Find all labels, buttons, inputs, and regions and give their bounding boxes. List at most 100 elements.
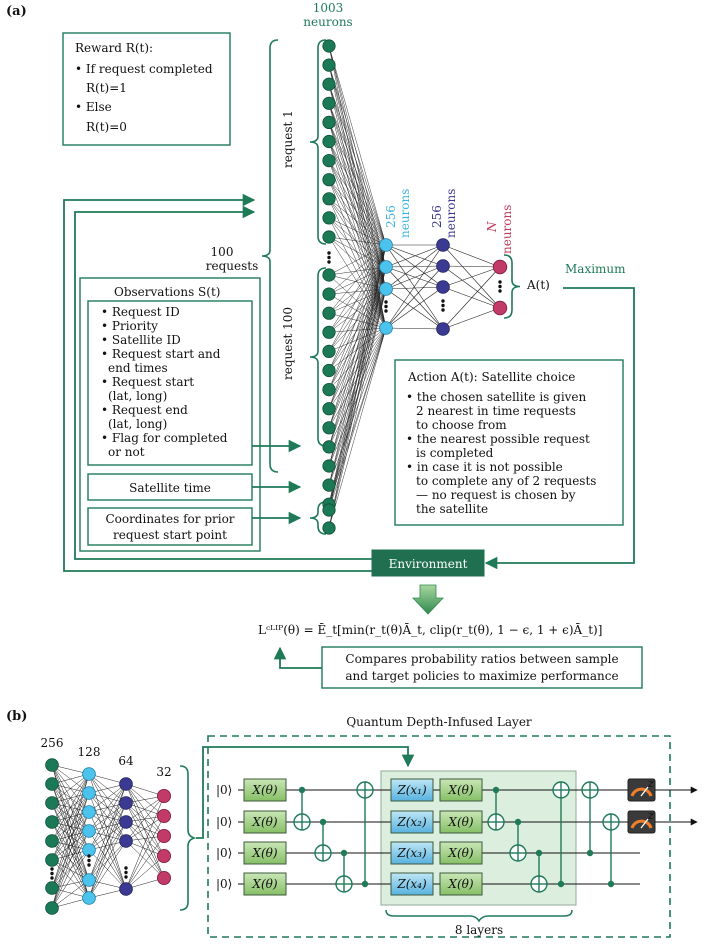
action-line: • in case it is not possible bbox=[406, 460, 563, 474]
ellipsis-dot bbox=[87, 863, 91, 867]
x-theta-gate bbox=[439, 872, 483, 896]
layer2-neuron bbox=[82, 805, 96, 819]
environment-label: Environment bbox=[389, 557, 468, 571]
edge bbox=[328, 244, 387, 314]
quantum-circuit: |0⟩|0⟩|0⟩|0⟩X(θ)X(θ)X(θ)X(θ)Z(x₁)Z(x₂)Z(… bbox=[216, 777, 698, 896]
observations-group: Observations S(t) • Request ID• Priority… bbox=[79, 277, 261, 552]
x-theta-gate bbox=[439, 810, 483, 834]
edge bbox=[328, 266, 387, 409]
layer2-neuron bbox=[82, 767, 96, 781]
input-neuron bbox=[322, 134, 336, 149]
edge bbox=[125, 795, 165, 842]
edge bbox=[328, 141, 387, 268]
output-brace bbox=[503, 254, 521, 319]
measure-needle bbox=[640, 818, 649, 829]
observation-item: (lat, long) bbox=[108, 417, 167, 431]
observations-title: Observations S(t) bbox=[114, 285, 220, 299]
edge bbox=[328, 288, 387, 529]
cnot-control bbox=[340, 849, 348, 857]
observation-item: • Flag for completed bbox=[101, 431, 228, 445]
edge bbox=[88, 840, 127, 899]
edge bbox=[125, 795, 165, 823]
edge bbox=[88, 821, 127, 851]
environment-box: Environment bbox=[371, 549, 485, 577]
edge bbox=[328, 45, 387, 268]
action-title: Action A(t): Satellite choice bbox=[407, 370, 575, 384]
edge bbox=[328, 217, 387, 268]
ellipsis-dot bbox=[50, 876, 54, 880]
reward-title: Reward R(t): bbox=[75, 41, 153, 55]
measure-needle bbox=[640, 786, 649, 797]
edge bbox=[442, 266, 501, 288]
edge bbox=[442, 244, 501, 268]
reward-line-4: R(t)=0 bbox=[86, 120, 127, 134]
cnot-control bbox=[586, 849, 594, 857]
layer1-neuron bbox=[45, 834, 59, 848]
x-theta-gate-label: X(θ) bbox=[447, 783, 473, 797]
input-neuron bbox=[322, 344, 336, 358]
layer-size-2: 128 bbox=[78, 745, 101, 759]
cnot-control bbox=[535, 849, 543, 857]
edge bbox=[442, 265, 501, 309]
ellipsis-dot bbox=[441, 299, 445, 303]
network-a-edges bbox=[328, 45, 501, 529]
edge bbox=[328, 84, 387, 290]
network-b-edges bbox=[51, 764, 165, 909]
edge bbox=[125, 783, 165, 837]
input-neuron bbox=[322, 306, 336, 320]
action-symbol: A(t) bbox=[526, 278, 550, 292]
observation-item: (lat, long) bbox=[108, 389, 167, 403]
edge bbox=[125, 802, 165, 879]
edge bbox=[328, 122, 387, 246]
edge bbox=[51, 773, 90, 842]
edge bbox=[328, 141, 387, 290]
edge bbox=[51, 773, 90, 861]
z-input-gate bbox=[390, 841, 434, 865]
ellipsis-dot bbox=[441, 308, 445, 312]
requests-total-brace bbox=[261, 39, 279, 473]
network-a-nodes bbox=[322, 39, 508, 535]
edge bbox=[328, 103, 387, 290]
qubit-ket: |0⟩ bbox=[216, 783, 232, 797]
ellipsis-dot bbox=[498, 289, 502, 293]
edge bbox=[328, 327, 387, 511]
layer-size-3: 64 bbox=[118, 754, 134, 768]
input-neuron bbox=[322, 325, 336, 339]
edge bbox=[385, 244, 444, 268]
edge bbox=[88, 783, 127, 851]
edge bbox=[328, 198, 387, 290]
edge bbox=[125, 783, 165, 857]
input-neuron bbox=[322, 230, 336, 244]
edge bbox=[328, 65, 387, 268]
layer2-neuron bbox=[82, 873, 96, 887]
output-neuron bbox=[492, 259, 508, 275]
edge bbox=[328, 244, 387, 467]
cnot-control bbox=[298, 786, 306, 794]
ellipsis-dot bbox=[87, 858, 91, 863]
action-line: to choose from bbox=[416, 418, 507, 432]
edge bbox=[328, 288, 387, 428]
qdi-title: Quantum Depth-Infused Layer bbox=[346, 715, 532, 729]
edge bbox=[328, 236, 387, 246]
z-input-gate-label: Z(x₁) bbox=[396, 783, 427, 797]
edge bbox=[328, 266, 387, 314]
edge bbox=[328, 45, 387, 290]
cnot-control bbox=[361, 880, 369, 888]
panel-a-arrows bbox=[63, 193, 635, 669]
x-theta-gate bbox=[243, 810, 287, 834]
input-neuron bbox=[322, 192, 336, 206]
edge bbox=[125, 802, 165, 837]
hidden1-neuron bbox=[379, 260, 393, 274]
x-theta-gate bbox=[439, 841, 483, 865]
edge bbox=[125, 815, 165, 842]
edge bbox=[51, 830, 90, 909]
edge bbox=[328, 244, 387, 529]
compare-line-2: and target policies to maximize performa… bbox=[345, 669, 618, 683]
edge bbox=[51, 849, 90, 909]
ellipsis-dot bbox=[87, 854, 91, 858]
edge bbox=[385, 288, 444, 330]
measure-dial bbox=[630, 787, 653, 797]
edge bbox=[328, 266, 387, 486]
observation-item: • Request start and bbox=[101, 347, 221, 361]
